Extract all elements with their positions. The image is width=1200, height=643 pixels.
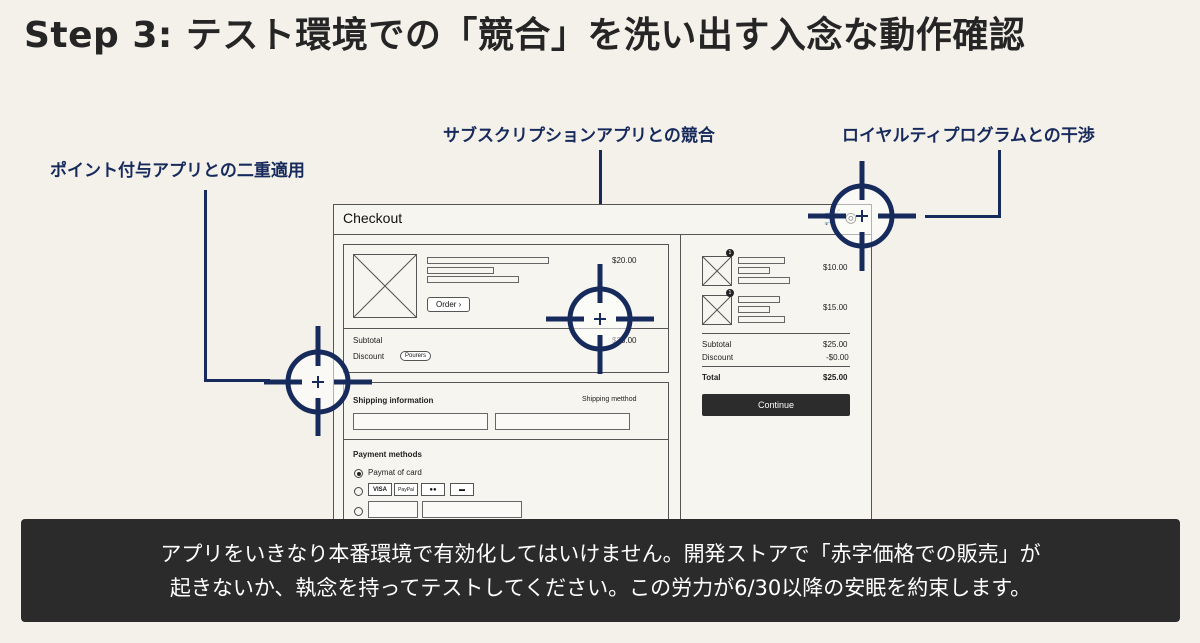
text-placeholder (427, 257, 549, 264)
divider (702, 333, 850, 334)
connector-line (998, 150, 1001, 218)
cart-item-image-icon (702, 256, 732, 286)
text-placeholder (738, 316, 785, 323)
shipping-field[interactable] (495, 413, 630, 430)
payment-radio[interactable] (354, 487, 363, 496)
checkout-title: Checkout (343, 210, 403, 226)
text-placeholder (427, 267, 494, 274)
quantity-badge: 1 (726, 249, 734, 257)
payment-methods-heading: Payment methods (353, 450, 422, 459)
callout-loyalty-interference: ロイヤルティプログラムとの干渉 (842, 126, 1095, 146)
connector-line (204, 379, 270, 382)
summary-subtotal-label: Subtotal (702, 340, 732, 349)
visa-icon: VISA (368, 483, 392, 496)
shipping-field[interactable] (353, 413, 488, 430)
callout-points-duplicate: ポイント付与アプリとの二重適用 (50, 161, 305, 181)
product-card: Order › $20.00 (343, 244, 669, 329)
crosshair-target-icon (546, 264, 654, 374)
discount-label: Discount (353, 352, 385, 361)
subtitle-line: アプリをいきなり本番環境で有効化してはいけません。開発ストアで「赤字価格での販売… (160, 542, 1041, 566)
divider (344, 439, 668, 440)
card-field[interactable] (422, 501, 522, 518)
shipping-method-label: Shipping metthod (582, 396, 637, 403)
callout-subscription-conflict: サブスクリプションアプリとの競合 (443, 126, 715, 146)
text-placeholder (738, 267, 770, 274)
cart-item-price: $15.00 (823, 303, 848, 312)
paymat-of-card-label: Paymat of card (368, 468, 422, 477)
page-title: Step 3: テスト環境での「競合」を洗い出す入念な動作確認 (24, 15, 1026, 56)
summary-subtotal-value: $25.00 (823, 340, 848, 349)
subtotal-label: Subtotal (353, 336, 383, 345)
shipping-payment-section: Shipping information Shipping metthod Pa… (343, 382, 669, 544)
summary-total-value: $25.00 (823, 373, 848, 382)
amex-icon: ▬ (450, 483, 474, 496)
shipping-info-heading: Shipping information (353, 396, 434, 405)
crosshair-target-icon (264, 326, 372, 436)
summary-total-label: Total (702, 373, 721, 382)
checkout-header: Checkout 🛒 ◎ (334, 205, 871, 235)
summary-discount-value: -$0.00 (826, 353, 849, 362)
text-placeholder (738, 277, 790, 284)
product-price: $20.00 (612, 256, 637, 265)
text-placeholder (738, 257, 785, 264)
mastercard-icon: ●● (421, 483, 445, 496)
text-placeholder (427, 276, 519, 283)
connector-line (925, 215, 1001, 218)
cart-item-price: $10.00 (823, 263, 848, 272)
product-image-icon (353, 254, 417, 318)
payment-radio[interactable] (354, 507, 363, 516)
text-placeholder (738, 306, 770, 313)
paypal-icon: PayPal (394, 483, 418, 496)
cart-item-image-icon (702, 295, 732, 325)
subtitle-line: 起きないか、執念を持ってテストしてください。この労力が6/30以降の安眠を約束し… (169, 576, 1032, 600)
connector-line (204, 190, 207, 381)
quantity-badge: 1 (726, 289, 734, 297)
text-placeholder (738, 296, 780, 303)
subtitle-caption: アプリをいきなり本番環境で有効化してはいけません。開発ストアで「赤字価格での販売… (21, 519, 1180, 622)
divider (702, 366, 850, 367)
order-button[interactable]: Order › (427, 297, 471, 312)
payment-radio[interactable] (354, 469, 363, 478)
card-field[interactable] (368, 501, 418, 518)
column-divider (680, 234, 681, 535)
summary-discount-label: Discount (702, 353, 734, 362)
continue-button[interactable]: Continue (702, 394, 850, 416)
crosshair-target-icon (808, 161, 916, 271)
discount-pill[interactable]: Pourers (400, 351, 432, 361)
